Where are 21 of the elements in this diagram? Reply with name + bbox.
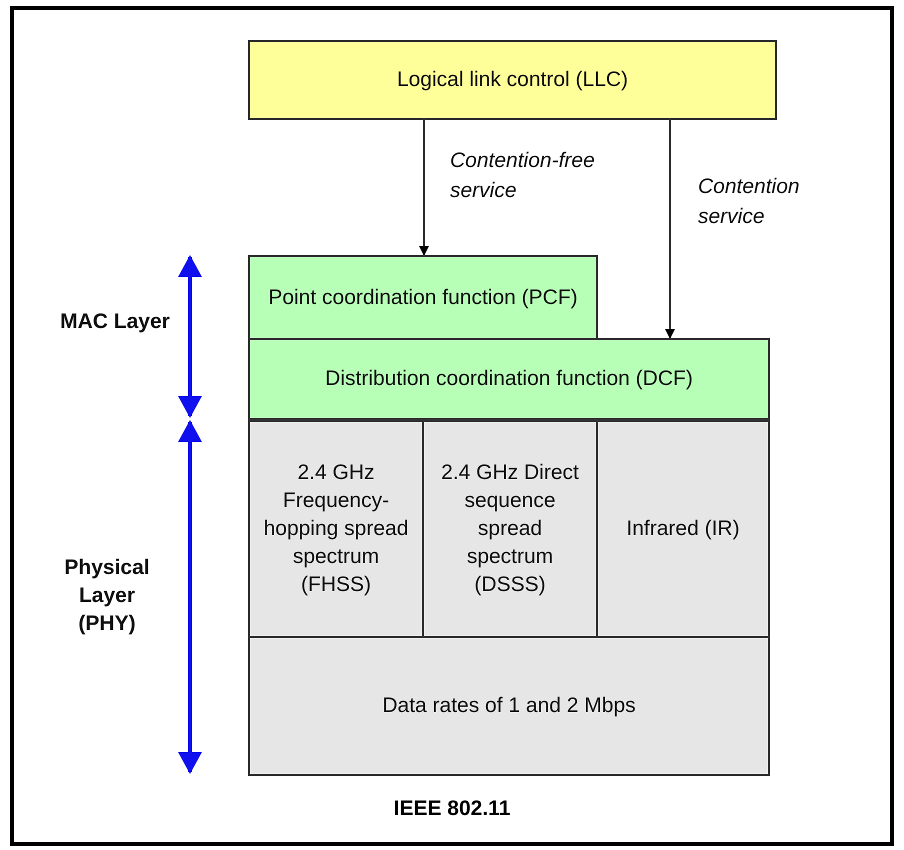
box-text: Data rates of 1 and 2 Mbps bbox=[382, 693, 636, 719]
layer-box bbox=[248, 636, 770, 776]
layer-label: Physical Layer (PHY) bbox=[63, 555, 151, 637]
arrow bbox=[419, 120, 429, 256]
box-text: Point coordination function (PCF) bbox=[268, 284, 578, 310]
diagram-title: IEEE 802.11 bbox=[392, 797, 512, 821]
box-text: 2.4 GHz Direct sequence spread spectrum (DSSS) bbox=[440, 460, 580, 598]
layer-box bbox=[248, 40, 777, 120]
layer-box bbox=[596, 420, 770, 638]
edge-label: Contention service bbox=[698, 174, 801, 230]
layer-box bbox=[248, 420, 424, 638]
box-text: Distribution coordination function (DCF) bbox=[325, 366, 693, 392]
edge-label: Contention-free service bbox=[450, 148, 596, 204]
layer-box bbox=[248, 255, 598, 340]
layer-label: MAC Layer bbox=[60, 309, 170, 335]
box-text: Logical link control (LLC) bbox=[396, 67, 628, 93]
arrow bbox=[665, 120, 675, 339]
box-text: 2.4 GHz Frequency-hopping spread spectrum (FHSS) bbox=[262, 460, 410, 598]
layer-box bbox=[422, 420, 598, 638]
box-text: Infrared (IR) bbox=[626, 516, 740, 542]
layer-box bbox=[248, 338, 770, 420]
